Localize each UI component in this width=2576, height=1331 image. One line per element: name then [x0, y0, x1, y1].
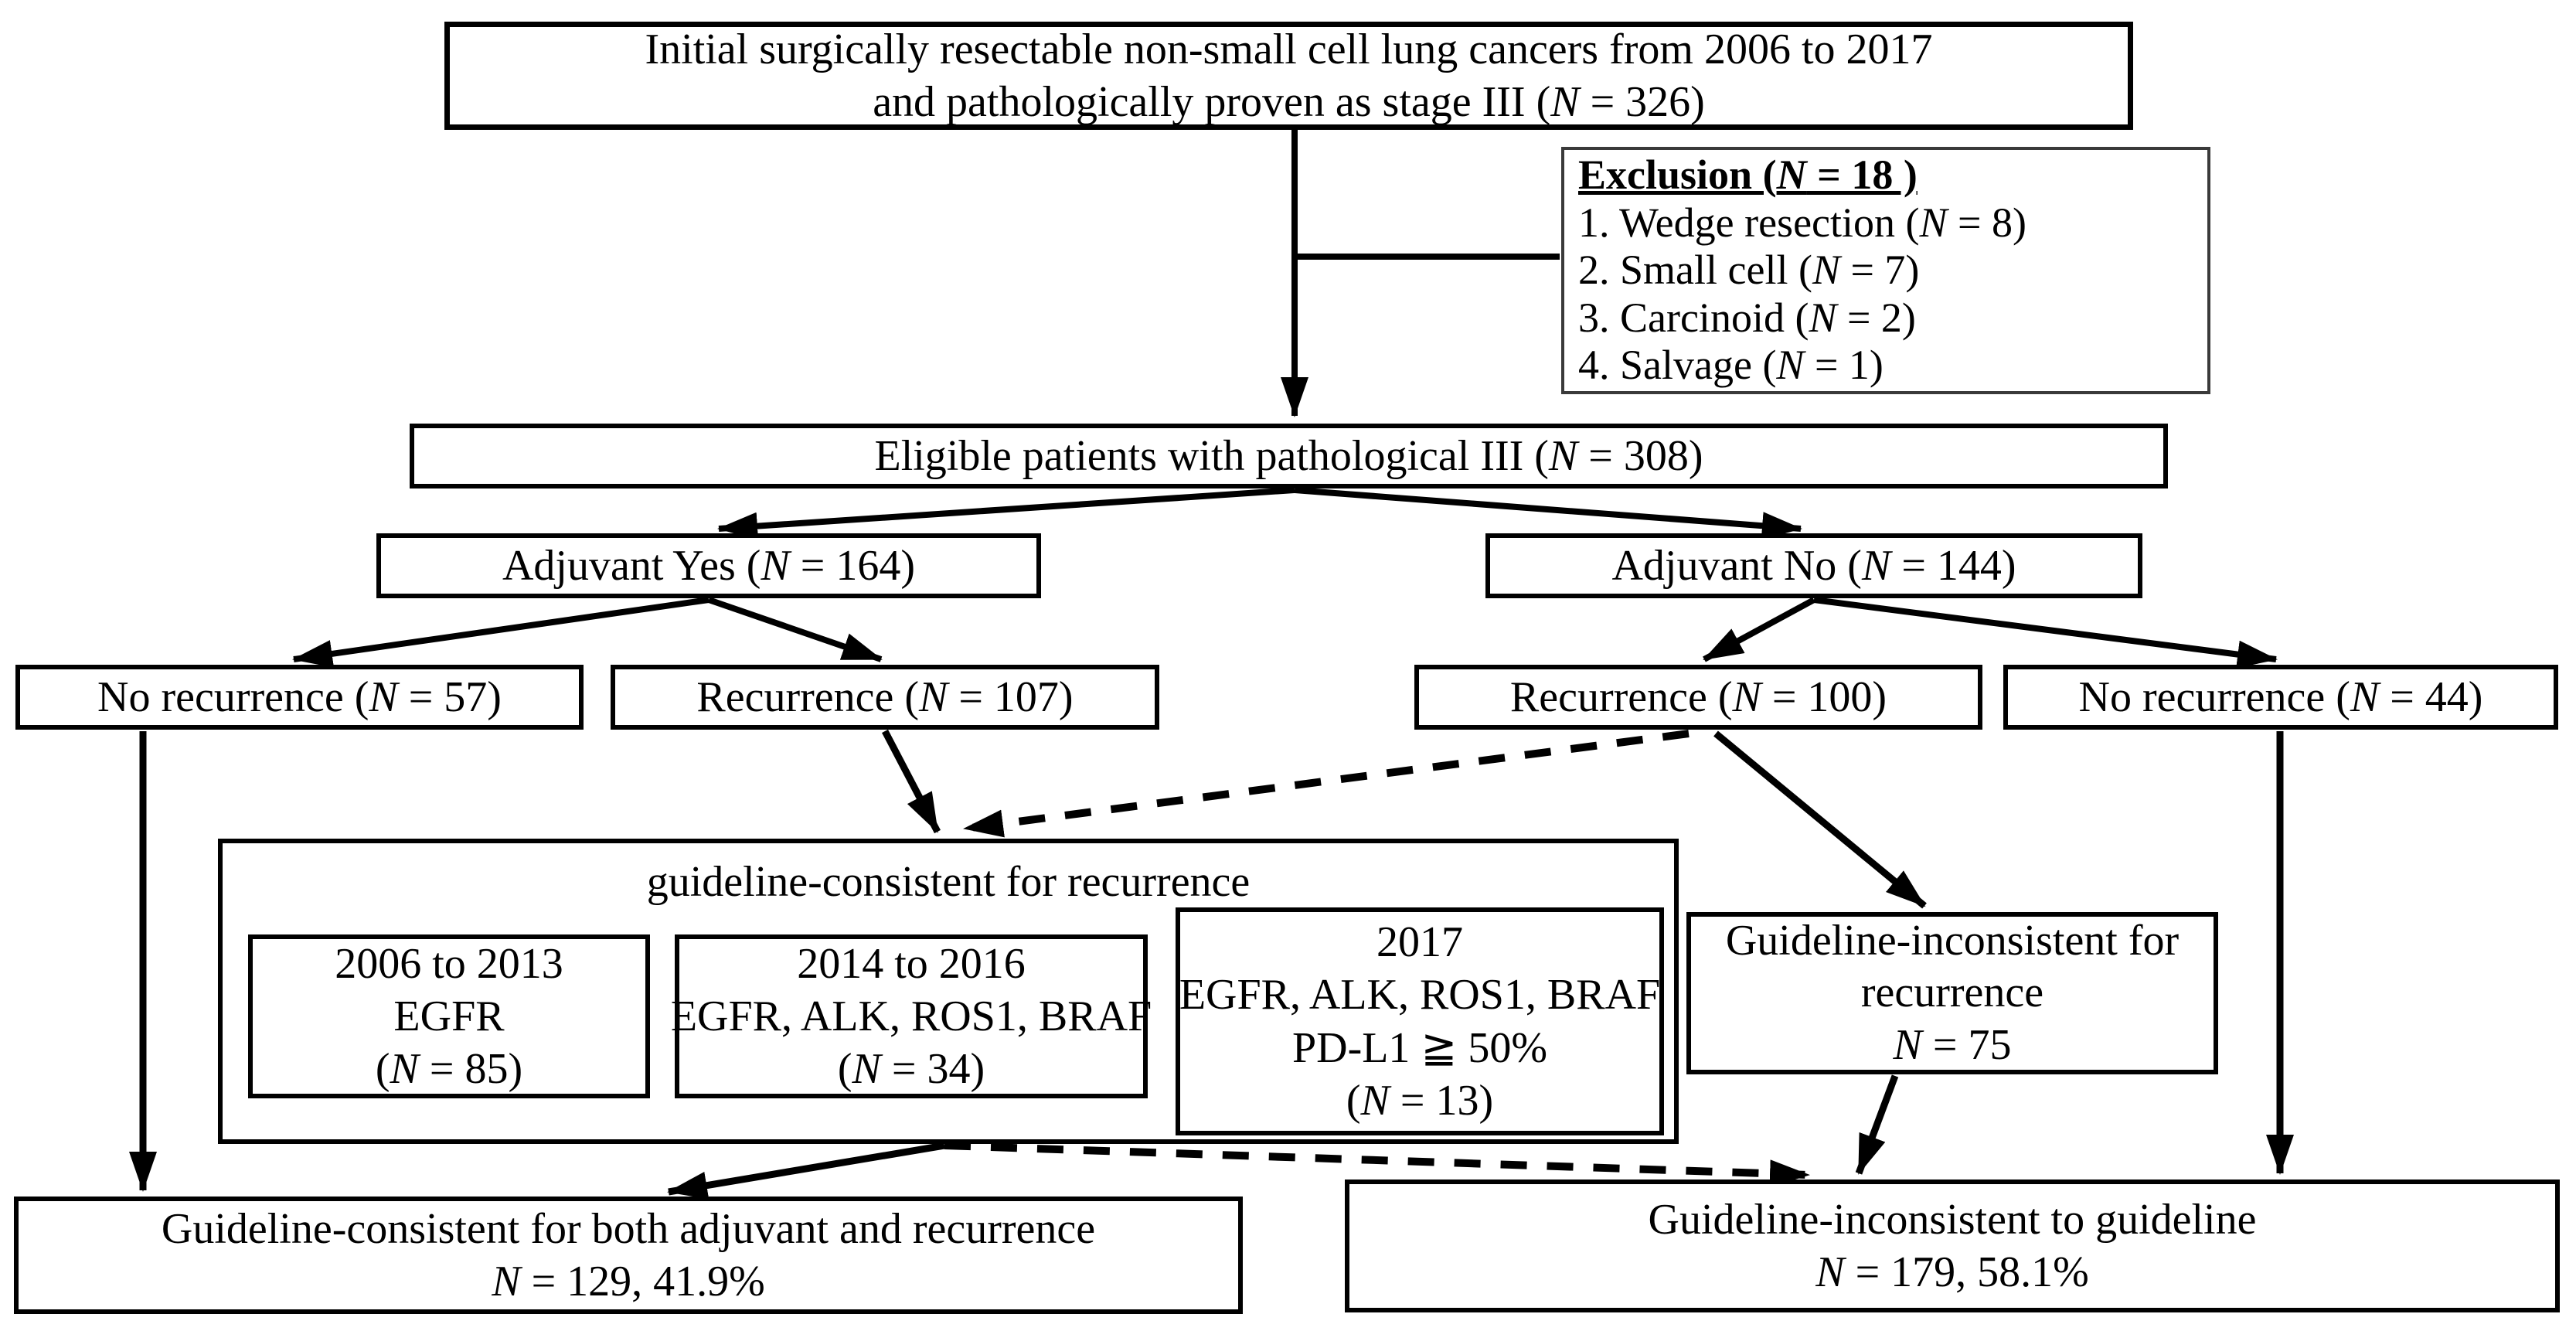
- dashed-arrow-container-to-bottomright: [944, 1142, 1810, 1188]
- exclusion-item-1: 1. Wedge resection (N = 8): [1578, 199, 2026, 246]
- arrow-adjyes-to-recurrence107: [707, 597, 883, 662]
- arrow-eligible-to-adjuvant-yes: [717, 487, 1295, 540]
- box-era-2006-2013: 2006 to 2013 EGFR (N = 85): [248, 934, 650, 1098]
- box-initial-line2: and pathologically proven as stage III (…: [873, 78, 1705, 126]
- adjuvant-yes-label: Adjuvant Yes (N = 164): [502, 541, 916, 590]
- box-guideline-consistent-container: guideline-consistent for recurrence 2006…: [218, 839, 1679, 1144]
- exclusion-item-2: 2. Small cell (N = 7): [1578, 247, 1920, 294]
- recurrence-adjuvant-label: Recurrence (N = 107): [696, 672, 1074, 721]
- era2-line3: (N = 34): [837, 1045, 985, 1094]
- box-exclusion: Exclusion (N = 18 ) 1. Wedge resection (…: [1561, 147, 2210, 394]
- era2-line1: 2014 to 2016: [797, 939, 1026, 988]
- era2-line2: EGFR, ALK, ROS1, BRAF: [670, 992, 1152, 1040]
- era1-line3: (N = 85): [375, 1045, 523, 1094]
- arrow-adjno-to-recurrence100: [1703, 597, 1815, 662]
- era3-line4: (N = 13): [1346, 1076, 1494, 1125]
- arrow-eligible-to-adjuvant-no: [1294, 487, 1802, 540]
- recurrence-no-adjuvant-label: Recurrence (N = 100): [1509, 672, 1887, 721]
- arrow-adjno-to-norecurrence44: [1813, 597, 2278, 669]
- arrow-inconsistent-to-bottomright: [1855, 1074, 1899, 1175]
- box-initial-population: Initial surgically resectable non-small …: [444, 22, 2133, 130]
- box-adjuvant-yes: Adjuvant Yes (N = 164): [376, 533, 1041, 598]
- inconsistent-total-line1: Guideline-inconsistent to guideline: [1648, 1195, 2257, 1244]
- arrow-recurrence107-to-container: [882, 729, 941, 834]
- box-era-2017: 2017 EGFR, ALK, ROS1, BRAF PD-L1 ≧ 50% (…: [1176, 907, 1664, 1135]
- box-recurrence-no-adjuvant: Recurrence (N = 100): [1414, 665, 1982, 730]
- era3-line1: 2017: [1376, 917, 1463, 966]
- box-inconsistent-total: Guideline-inconsistent to guideline N = …: [1345, 1180, 2560, 1312]
- box-consistent-both: Guideline-consistent for both adjuvant a…: [14, 1197, 1243, 1314]
- era1-line1: 2006 to 2013: [335, 939, 563, 988]
- arrow-adjyes-to-norecurrence57: [292, 597, 710, 668]
- consistent-both-line2: N = 129, 41.9%: [492, 1258, 765, 1305]
- box-adjuvant-no: Adjuvant No (N = 144): [1485, 533, 2142, 598]
- arrow-recurrence100-to-inconsistent: [1713, 730, 1927, 909]
- era1-line2: EGFR: [393, 992, 505, 1040]
- dashed-arrow-recurrence100-to-container: [963, 730, 1690, 838]
- arrow-container-to-bottomleft: [667, 1142, 945, 1200]
- exclusion-item-3: 3. Carcinoid (N = 2): [1578, 294, 1916, 341]
- box-eligible: Eligible patients with pathological III …: [410, 424, 2168, 488]
- no-recurrence-no-adjuvant-label: No recurrence (N = 44): [2078, 672, 2483, 721]
- inconsistent-total-line2: N = 179, 58.1%: [1815, 1248, 2089, 1296]
- no-recurrence-adjuvant-label: No recurrence (N = 57): [97, 672, 502, 721]
- exclusion-item-4: 4. Salvage (N = 1): [1578, 342, 1884, 389]
- box-no-recurrence-no-adjuvant: No recurrence (N = 44): [2003, 665, 2558, 730]
- consistent-both-line1: Guideline-consistent for both adjuvant a…: [161, 1204, 1096, 1253]
- box-initial-line1: Initial surgically resectable non-small …: [645, 25, 1933, 73]
- inconsistent-recurrence-line2: recurrence: [1860, 968, 2044, 1017]
- box-guideline-inconsistent-recurrence: Guideline-inconsistent for recurrence N …: [1686, 912, 2218, 1074]
- inconsistent-recurrence-line1: Guideline-inconsistent for: [1725, 917, 2180, 965]
- era3-line2: EGFR, ALK, ROS1, BRAF: [1179, 971, 1661, 1020]
- era3-line3: PD-L1 ≧ 50%: [1291, 1023, 1547, 1072]
- eligible-label: Eligible patients with pathological III …: [874, 431, 1703, 480]
- box-no-recurrence-adjuvant: No recurrence (N = 57): [15, 665, 584, 730]
- inconsistent-recurrence-line3: N = 75: [1893, 1020, 2012, 1069]
- box-era-2014-2016: 2014 to 2016 EGFR, ALK, ROS1, BRAF (N = …: [671, 934, 1152, 1098]
- guideline-consistent-title: guideline-consistent for recurrence: [646, 858, 1251, 906]
- exclusion-title: Exclusion (N = 18 ): [1578, 151, 1918, 199]
- box-recurrence-adjuvant: Recurrence (N = 107): [611, 665, 1159, 730]
- adjuvant-no-label: Adjuvant No (N = 144): [1611, 541, 2016, 590]
